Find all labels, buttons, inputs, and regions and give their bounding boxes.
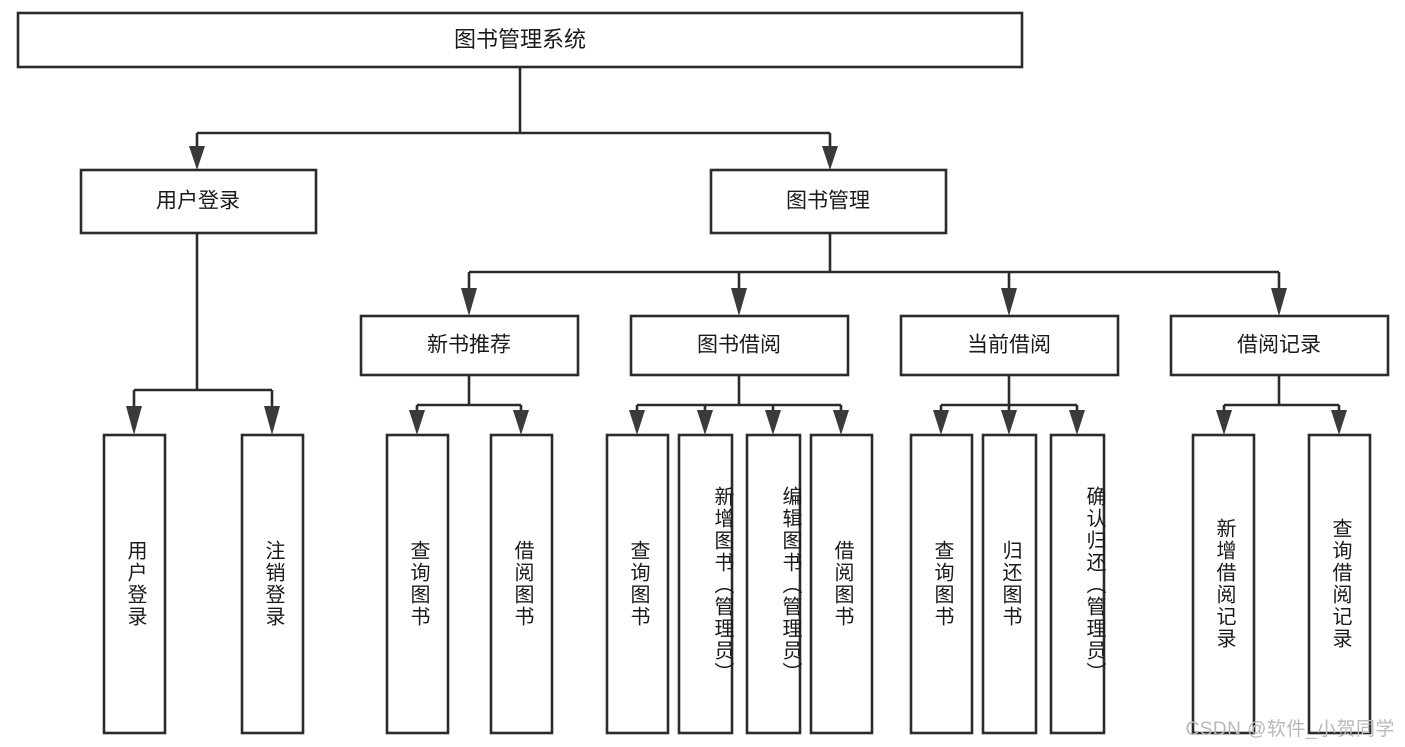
arrow-head-user-login <box>189 146 205 170</box>
node-root-label: 图书管理系统 <box>454 27 586 52</box>
node-user-login-label: 用户登录 <box>156 190 240 213</box>
arrow-head-leaf-logout <box>264 406 280 435</box>
node-book-borrow-label: 图书借阅 <box>697 334 781 357</box>
node-borrow-record[interactable]: 借阅记录 <box>1169 314 1390 377</box>
leaf-box-logout[interactable] <box>240 433 305 735</box>
connectors-root-to-level2 <box>189 67 838 170</box>
node-book-management[interactable]: 图书管理 <box>709 168 948 235</box>
node-borrow-record-box[interactable] <box>1169 314 1390 377</box>
leaf-box-query-book-2[interactable] <box>605 433 670 735</box>
node-book-management-box[interactable] <box>709 168 948 235</box>
node-new-book-recommend-box[interactable] <box>359 314 580 377</box>
arrow-head-leaf-edit-book <box>765 410 781 435</box>
arrow-head-record <box>1271 288 1287 316</box>
node-book-borrow-box[interactable] <box>629 314 850 377</box>
leaf-boxes <box>102 433 1372 735</box>
node-new-book-recommend-label: 新书推荐 <box>427 334 511 357</box>
leaf-box-add-record[interactable] <box>1191 433 1256 735</box>
connectors-record-to-leaves <box>1216 375 1347 435</box>
connectors-newbook-to-leaves <box>409 375 529 435</box>
arrow-head-leaf-borrow-book-2 <box>833 410 849 435</box>
leaf-box-query-record[interactable] <box>1307 433 1372 735</box>
leaf-box-edit-book[interactable] <box>745 433 802 735</box>
csdn-watermark: CSDN @软件_小贺同学 <box>1185 719 1395 740</box>
leaf-box-confirm-return[interactable] <box>1049 433 1106 735</box>
arrow-head-leaf-user-login <box>126 406 142 435</box>
node-current-borrow-label: 当前借阅 <box>967 334 1051 357</box>
arrow-head-leaf-borrow-book-1 <box>513 410 529 435</box>
node-current-borrow-box[interactable] <box>899 314 1120 377</box>
arrow-head-newbook <box>461 288 477 316</box>
node-root-box[interactable] <box>16 11 1024 69</box>
node-book-borrow[interactable]: 图书借阅 <box>629 314 850 377</box>
leaf-box-query-book-3[interactable] <box>909 433 974 735</box>
arrow-head-leaf-query-book-1 <box>409 410 425 435</box>
leaf-box-return-book[interactable] <box>981 433 1038 735</box>
node-new-book-recommend[interactable]: 新书推荐 <box>359 314 580 377</box>
leaf-box-borrow-book-2[interactable] <box>809 433 874 735</box>
connectors-current-to-leaves <box>933 375 1085 435</box>
node-user-login-box[interactable] <box>79 168 318 235</box>
leaf-box-borrow-book-1[interactable] <box>489 433 554 735</box>
arrow-head-leaf-query-record <box>1331 410 1347 435</box>
leaf-box-user-login[interactable] <box>102 433 167 735</box>
node-current-borrow[interactable]: 当前借阅 <box>899 314 1120 377</box>
node-book-management-label: 图书管理 <box>786 190 870 213</box>
arrow-head-borrow <box>731 288 747 316</box>
arrow-head-leaf-return-book <box>1001 410 1017 435</box>
node-user-login[interactable]: 用户登录 <box>79 168 318 235</box>
connectors-book-mgmt-to-level3 <box>461 233 1287 316</box>
arrow-head-current <box>1001 288 1017 316</box>
arrow-head-book-mgmt <box>822 146 838 170</box>
arrow-head-leaf-add-book <box>697 410 713 435</box>
leaf-box-query-book-1[interactable] <box>385 433 450 735</box>
node-root[interactable]: 图书管理系统 <box>16 11 1024 69</box>
connectors-user-login-to-leaves <box>126 233 280 435</box>
leaf-box-add-book[interactable] <box>677 433 734 735</box>
arrow-head-leaf-confirm-return <box>1069 410 1085 435</box>
arrow-head-leaf-add-record <box>1216 410 1232 435</box>
arrow-head-leaf-query-book-3 <box>933 410 949 435</box>
connectors-borrow-to-leaves <box>629 375 849 435</box>
node-borrow-record-label: 借阅记录 <box>1237 334 1321 357</box>
arrow-head-leaf-query-book-2 <box>629 410 645 435</box>
